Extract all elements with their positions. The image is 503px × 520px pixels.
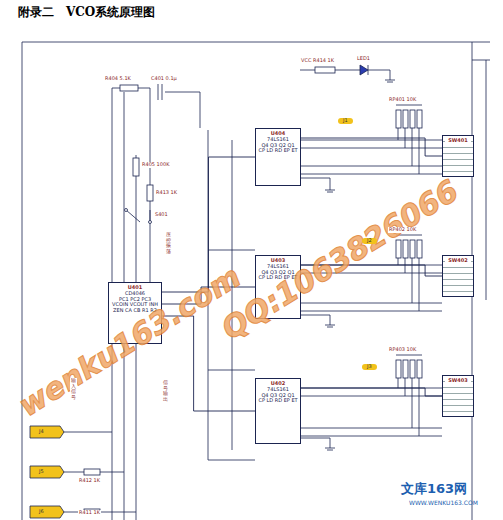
bus-wire [300, 388, 442, 436]
resistor-symbol [315, 67, 335, 73]
signal-note: 压控振荡 [165, 232, 172, 254]
drawing-frame [22, 42, 490, 520]
wiring [22, 42, 490, 520]
resistor-symbol [133, 158, 139, 176]
component-label: LED1 [356, 56, 371, 62]
connector-label: J2 [362, 238, 377, 244]
part-ref: U404 [258, 131, 298, 137]
connector-line [301, 388, 442, 396]
connector-label: J1 [338, 118, 353, 124]
wire [300, 178, 330, 448]
dip-switch: SW401 [442, 135, 474, 177]
bus-wire [300, 140, 442, 174]
connector-label: J3 [362, 364, 377, 370]
resistor-symbol [84, 469, 100, 475]
component-label: C401 0.1μ [150, 76, 178, 82]
wire [60, 432, 136, 512]
component-label: RP402 10K [388, 227, 417, 233]
connector [301, 138, 442, 156]
component-label: RP403 10K [388, 347, 417, 353]
connector [301, 388, 442, 396]
switch-contact [125, 209, 128, 212]
component-label: R404 5.1K [104, 76, 132, 82]
ground-symbol [325, 190, 335, 450]
resistor-array [396, 110, 422, 378]
component-label: R411 1K [78, 510, 101, 516]
site-logo: WWW.WENKU163.COM [408, 500, 479, 507]
connector-tag [30, 426, 64, 518]
site-logo: 文库163网 [400, 482, 468, 496]
component-label: R412 1K [78, 478, 101, 484]
part-ref: U403 [258, 258, 298, 264]
watermark: QQ:1063826066 [215, 173, 465, 346]
signal-note: 信号输出 [162, 380, 169, 402]
part-number: CD4046 [111, 291, 159, 297]
pin-names: Q4 Q3 Q2 Q1 CP LD RD EP ET [258, 393, 298, 405]
ground-symbol [385, 80, 395, 82]
part-ref: SW403 [445, 378, 471, 384]
connector-label: J4 [38, 429, 45, 435]
counter-chip: U40474LS161Q4 Q3 Q2 Q1 CP LD RD EP ET [255, 128, 301, 186]
part-ref: SW401 [445, 138, 471, 144]
connector-line [301, 138, 442, 156]
resistor-symbol [120, 85, 138, 91]
switch-contact [149, 221, 152, 224]
dip-switch: SW403 [442, 375, 474, 417]
part-ref: U401 [111, 285, 159, 291]
part-ref: U402 [258, 381, 298, 387]
part-ref: SW402 [445, 258, 471, 264]
component-label: VCC [300, 58, 312, 64]
wire [300, 70, 390, 80]
component-label: RP401 10K [388, 97, 417, 103]
capacitor-symbol [158, 84, 162, 100]
wire [396, 105, 422, 436]
pin-names: Q4 Q3 Q2 Q1 CP LD RD EP ET [258, 143, 298, 155]
component-label: S401 [154, 212, 169, 218]
led-symbol [360, 65, 368, 75]
component-label: R413 1K [155, 190, 178, 196]
wire [486, 60, 487, 300]
connector-label: J5 [38, 469, 45, 475]
diagram-title: 附录二 VCO系统原理图 [18, 4, 155, 21]
resistor-symbol [147, 185, 153, 201]
counter-chip: U40274LS161Q4 Q3 Q2 Q1 CP LD RD EP ET [255, 378, 301, 444]
switch-symbol [126, 210, 150, 222]
component-label: R414 1K [312, 58, 335, 64]
signal-note: 输入信号 [70, 378, 77, 400]
dip-switch: SW402 [442, 255, 474, 297]
component-label: R405 100K [141, 162, 170, 168]
connector-label: J6 [38, 509, 45, 515]
